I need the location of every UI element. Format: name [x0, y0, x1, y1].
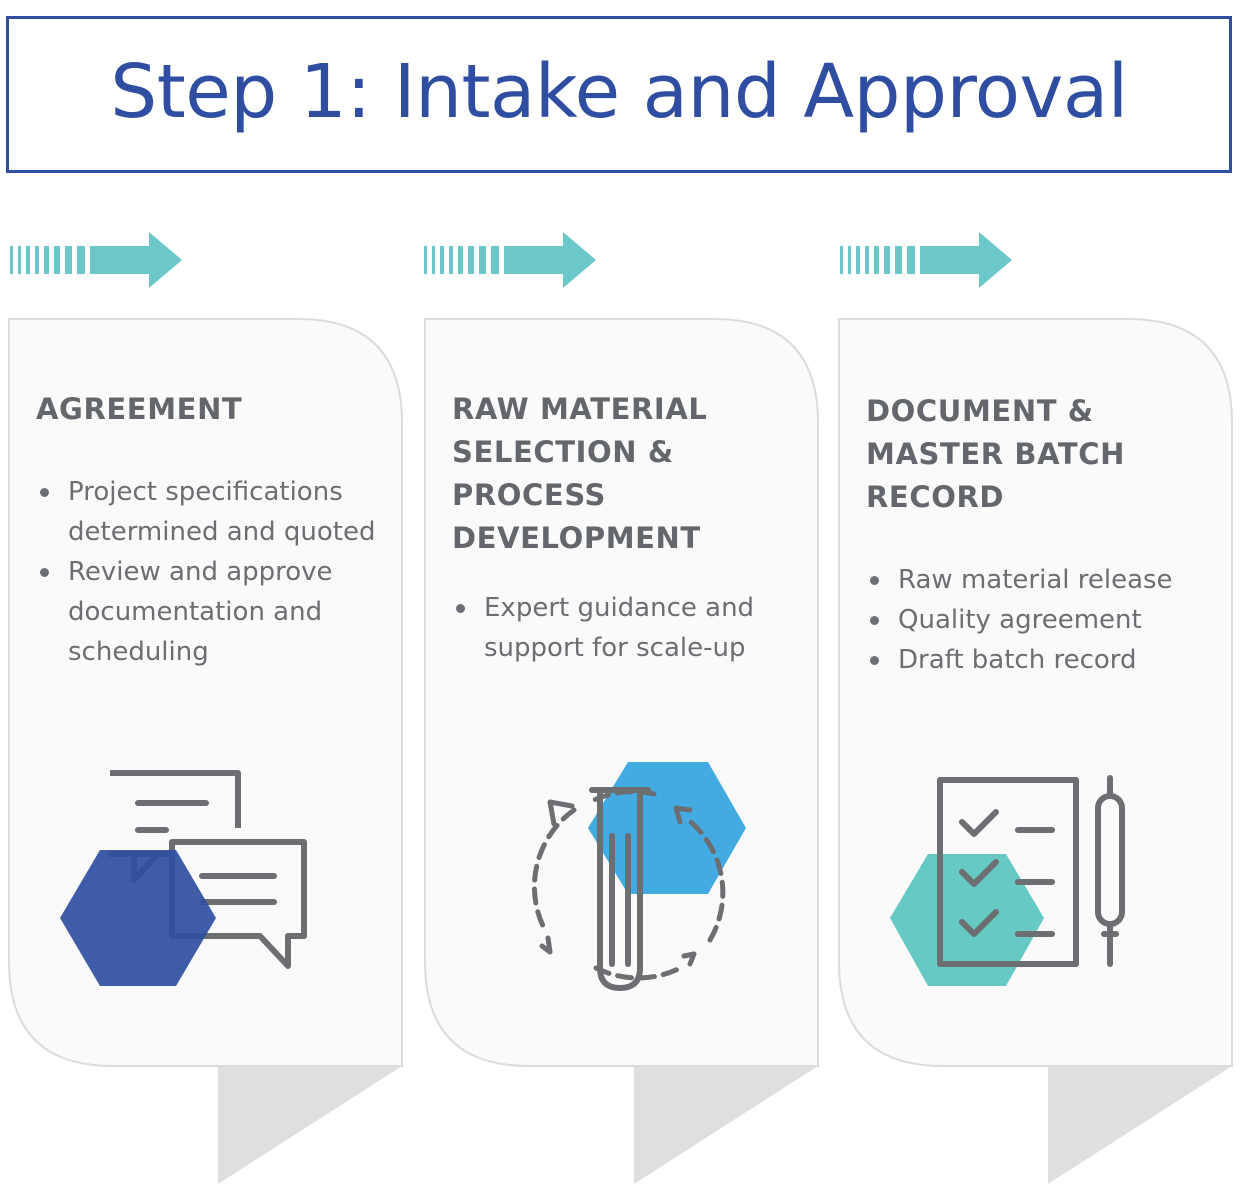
arrow-icon [10, 232, 182, 288]
chat-bubbles-icon [60, 770, 307, 986]
bullet-item: Quality agreement [866, 600, 1226, 640]
bullet-dot [870, 656, 879, 665]
page-title: Step 1: Intake and Approval [110, 48, 1128, 135]
bullet-list: Project specifications determined and qu… [36, 472, 396, 672]
checklist-pen-icon [890, 775, 1125, 986]
bullet-list: Expert guidance and support for scale-up [452, 588, 812, 668]
step-card-agreement: AGREEMENT Project specifications determi… [8, 318, 404, 1186]
bullet-list: Raw material release Quality agreement D… [866, 560, 1226, 680]
bullet-item: Project specifications determined and qu… [36, 472, 396, 552]
card-shape [424, 318, 819, 1184]
step-card-raw-material: RAW MATERIAL SELECTION & PROCESS DEVELOP… [424, 318, 820, 1186]
bullet-item: Expert guidance and support for scale-up [452, 588, 812, 668]
step-card-document: DOCUMENT & MASTER BATCH RECORD Raw mater… [838, 318, 1234, 1186]
step-heading: DOCUMENT & MASTER BATCH RECORD [866, 394, 1126, 514]
bullet-text: Review and approve documentation and sch… [68, 557, 333, 667]
bullet-text: Draft batch record [898, 645, 1137, 675]
bullet-text: Project specifications determined and qu… [68, 477, 376, 547]
bullet-dot [40, 568, 49, 577]
bullet-dot [870, 616, 879, 625]
step-heading: AGREEMENT [36, 392, 243, 426]
title-box: Step 1: Intake and Approval [6, 16, 1232, 173]
step-heading: RAW MATERIAL SELECTION & PROCESS DEVELOP… [452, 392, 708, 555]
bullet-dot [456, 604, 465, 613]
bullet-dot [40, 488, 49, 497]
arrow-icon [840, 232, 1012, 288]
bullet-text: Expert guidance and support for scale-up [484, 593, 755, 663]
bullet-text: Quality agreement [898, 605, 1142, 635]
bullet-dot [870, 576, 879, 585]
bullet-item: Raw material release [866, 560, 1226, 600]
bullet-item: Review and approve documentation and sch… [36, 552, 396, 672]
card-shape [8, 318, 403, 1184]
bullet-item: Draft batch record [866, 640, 1226, 680]
arrow-icon [424, 232, 596, 288]
bullet-text: Raw material release [898, 565, 1173, 595]
test-tube-cycle-icon [531, 762, 746, 991]
